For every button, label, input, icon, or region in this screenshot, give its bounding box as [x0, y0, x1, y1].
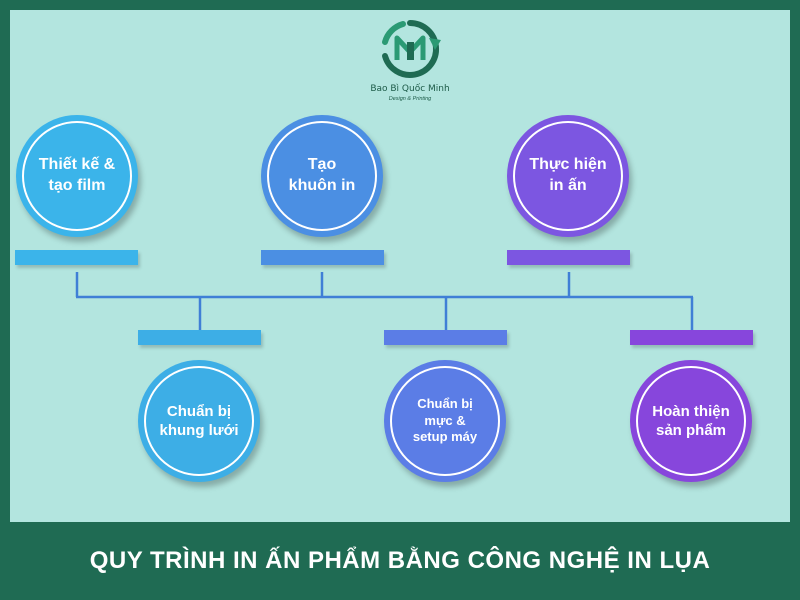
step-label-5: Thực hiện in ấn — [529, 156, 607, 194]
footer-banner: QUY TRÌNH IN ẤN PHẨM BẰNG CÔNG NGHỆ IN L… — [0, 522, 800, 600]
step-bar-2 — [138, 330, 261, 345]
step-circle-4: Chuẩn bị mực & setup máy — [384, 360, 506, 482]
step-bar-4 — [384, 330, 507, 345]
step-label-2: Chuẩn bị khung lưới — [159, 402, 239, 440]
step-label-1: Thiết kế & tạo film — [38, 156, 116, 194]
logo-name: Bao Bì Quốc Minh — [370, 84, 450, 94]
connector-lines — [75, 272, 694, 332]
step-bar-6 — [630, 330, 753, 345]
step-circle-2: Chuẩn bị khung lưới — [138, 360, 260, 482]
step-label-3: Tạo khuôn in — [288, 156, 356, 194]
step-circle-1: Thiết kế & tạo film — [16, 115, 138, 237]
step-label-4: Chuẩn bị mực & setup máy — [412, 395, 478, 445]
footer-title: QUY TRÌNH IN ẤN PHẨM BẰNG CÔNG NGHỆ IN L… — [89, 547, 711, 574]
step-bar-3 — [261, 250, 384, 265]
company-logo: Bao Bì Quốc Minh Design & Printing — [355, 18, 465, 108]
step-circle-5: Thực hiện in ấn — [507, 115, 629, 237]
step-bar-1 — [15, 250, 138, 265]
step-bar-5 — [507, 250, 630, 265]
logo-tagline: Design & Printing — [388, 96, 432, 102]
step-circle-6: Hoàn thiện sản phẩm — [630, 360, 752, 482]
qm-monogram-icon — [382, 20, 441, 78]
diagram-canvas: Bao Bì Quốc Minh Design & Printing Thiết… — [10, 10, 790, 522]
step-label-6: Hoàn thiện sản phẩm — [652, 402, 730, 440]
step-circle-3: Tạo khuôn in — [261, 115, 383, 237]
